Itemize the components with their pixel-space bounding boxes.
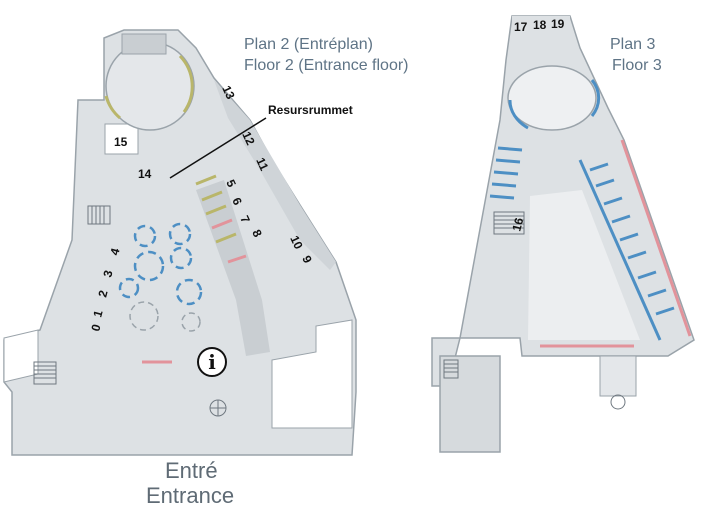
rotunda-cap (121, 33, 167, 55)
room-1: 1 (90, 308, 105, 318)
room-10: 10 (287, 233, 305, 251)
floor-2-blue-circles (118, 222, 203, 306)
room-16: 16 (509, 216, 526, 233)
floor-3-left-shelves (489, 146, 523, 200)
floor-3-staircases (443, 211, 525, 379)
floor-3-oval (507, 65, 597, 131)
room-18: 18 (533, 18, 547, 32)
floor-3-tower (439, 355, 501, 453)
floor-3-plan: 17 18 19 16 Plan 3 Floor 3 (431, 15, 695, 453)
room-14: 14 (138, 167, 152, 181)
floor-3-oval-blue-right (590, 79, 601, 117)
floor-3-hall (528, 190, 640, 340)
floor-3-annex-stair-icon (610, 394, 626, 410)
floor-2-staircases (33, 205, 227, 417)
room-11: 11 (253, 155, 271, 173)
room-13: 13 (219, 83, 237, 101)
entrance-label-swedish: Entré (165, 458, 218, 483)
room-4: 4 (107, 246, 122, 256)
floor-2-void-room15 (104, 123, 139, 155)
room-17: 17 (514, 20, 528, 34)
rotunda-olive-arc-left (104, 95, 122, 120)
rotunda-olive-arc (178, 54, 194, 113)
resursrummet-label: Resursrummet (268, 103, 353, 117)
floor-2-title-english: Floor 2 (Entrance floor) (244, 57, 409, 74)
floor-3-title-english: Floor 3 (612, 57, 662, 74)
info-icon (197, 347, 227, 377)
floor-3-right-shelves-pink (540, 139, 692, 348)
floor-2-title-swedish: Plan 2 (Entréplan) (244, 36, 373, 53)
floor-2-plan: 0 1 2 3 4 5 6 7 8 9 10 11 12 13 14 15 Re… (3, 29, 409, 508)
room-15: 15 (114, 135, 128, 149)
resursrummet-leader-line (169, 117, 267, 179)
info-icon-letter: i (208, 350, 216, 374)
floor-3-annex (599, 355, 637, 397)
floor-3-title-swedish: Plan 3 (610, 36, 655, 53)
entrance-label-english: Entrance (146, 483, 234, 508)
floor-2-void-left (3, 329, 39, 383)
room-2: 2 (95, 288, 110, 298)
rooms-17-19-strip (512, 16, 570, 34)
floor-3-right-shelves-blue (578, 159, 675, 341)
floor-2-outer-wing (214, 80, 336, 270)
floor-2-void-right (271, 319, 353, 429)
floor-3-oval-blue-left (508, 99, 529, 130)
floor-2-corridor (196, 180, 270, 356)
floor-2-shelves (142, 174, 247, 364)
room-0: 0 (88, 322, 103, 332)
floor-2-grey-circles (129, 301, 201, 332)
room-3: 3 (100, 268, 115, 278)
room-19: 19 (551, 17, 565, 31)
info-point-marker[interactable]: i (197, 347, 227, 377)
room-12: 12 (239, 129, 257, 147)
